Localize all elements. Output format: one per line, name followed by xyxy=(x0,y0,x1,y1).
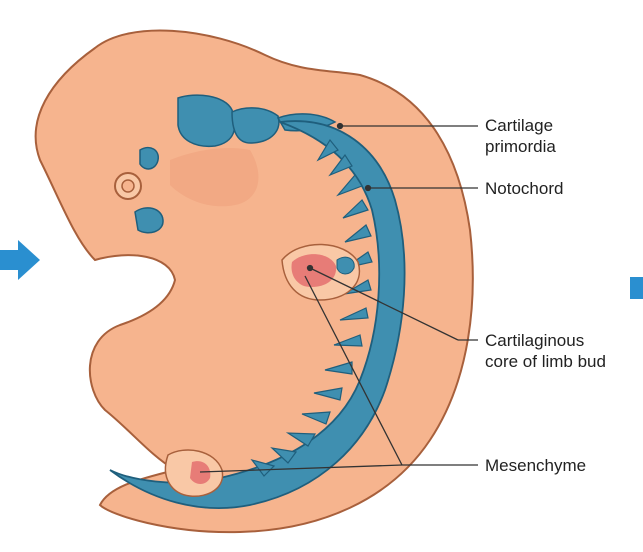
label-cartilaginous-core-line1: Cartilaginous xyxy=(485,330,606,351)
eye xyxy=(115,173,141,199)
label-cartilaginous-core: Cartilaginous core of limb bud xyxy=(485,330,606,372)
label-cartilaginous-core-line2: core of limb bud xyxy=(485,351,606,372)
arrow-right-icon xyxy=(0,240,40,280)
embryo-body xyxy=(36,30,473,532)
square-marker-icon xyxy=(630,277,643,299)
label-cartilage-primordia: Cartilage primordia xyxy=(485,115,556,157)
label-notochord: Notochord xyxy=(485,178,563,199)
label-cartilage-primordia-line1: Cartilage xyxy=(485,115,556,136)
label-cartilage-primordia-line2: primordia xyxy=(485,136,556,157)
label-mesenchyme: Mesenchyme xyxy=(485,455,586,476)
